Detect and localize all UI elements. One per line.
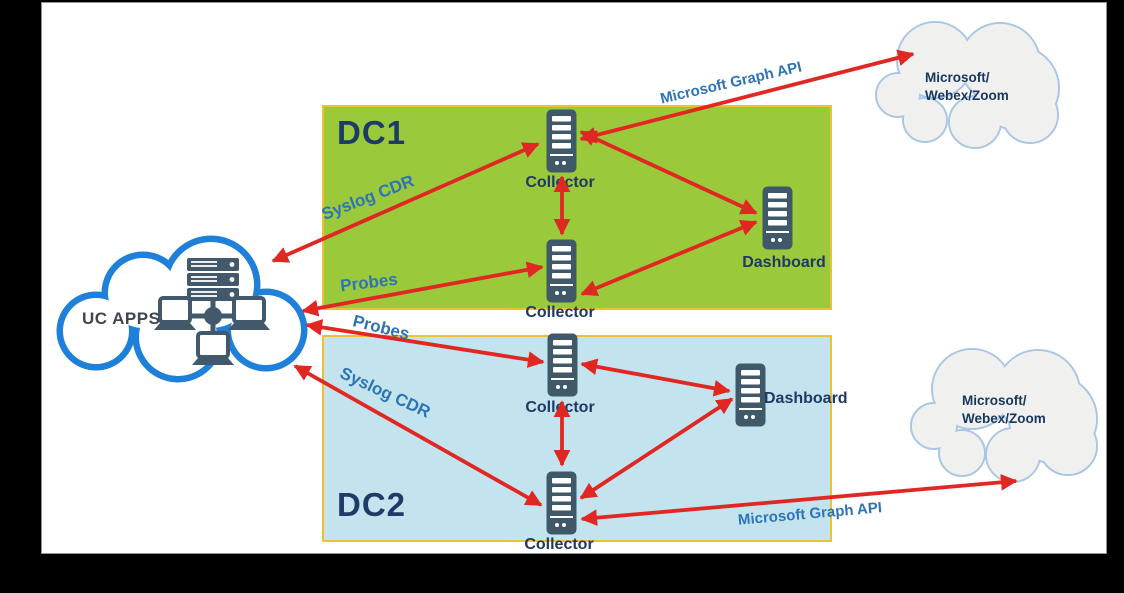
dc2-collector-bottom-label: Collector [524,536,594,553]
dc1-collector-bottom [545,238,578,304]
remote-cloud-bottom-line2: Webex/Zoom [962,411,1046,427]
server-icon [547,333,578,397]
dc1-dashboard-label: Dashboard [742,254,826,271]
dc2-dashboard [734,362,767,428]
dc1-title: DC1 [337,114,407,151]
dc2-title: DC2 [337,486,407,523]
dc1-collector-top [545,108,578,174]
uc-apps-label: UC APPS [82,309,161,328]
dc1-collector-top-label: Collector [525,174,595,191]
dc1-collector-bottom-label: Collector [525,304,595,321]
rack-servers-icon [187,258,239,301]
server-icon [546,109,577,173]
network-topology-icon [154,296,270,365]
remote-cloud-top-label: Microsoft/ Webex/Zoom [925,69,1009,105]
server-icon [762,186,793,250]
remote-cloud-bottom-label: Microsoft/ Webex/Zoom [962,392,1046,428]
uc-apps-cloud-icon [56,235,308,383]
dc2-collector-bottom [545,470,578,536]
dc2-collector-top [546,332,579,398]
server-icon [546,471,577,535]
remote-cloud-top-line1: Microsoft/ [925,70,990,85]
server-icon [735,363,766,427]
remote-cloud-top-line2: Webex/Zoom [925,88,1009,104]
server-icon [546,239,577,303]
remote-cloud-bottom-line1: Microsoft/ [962,393,1027,408]
remote-cloud-bottom-icon [910,348,1098,483]
dc2-dashboard-label: Dashboard [764,390,848,407]
dc1-dashboard [761,185,794,251]
dc2-collector-top-label: Collector [525,399,595,416]
